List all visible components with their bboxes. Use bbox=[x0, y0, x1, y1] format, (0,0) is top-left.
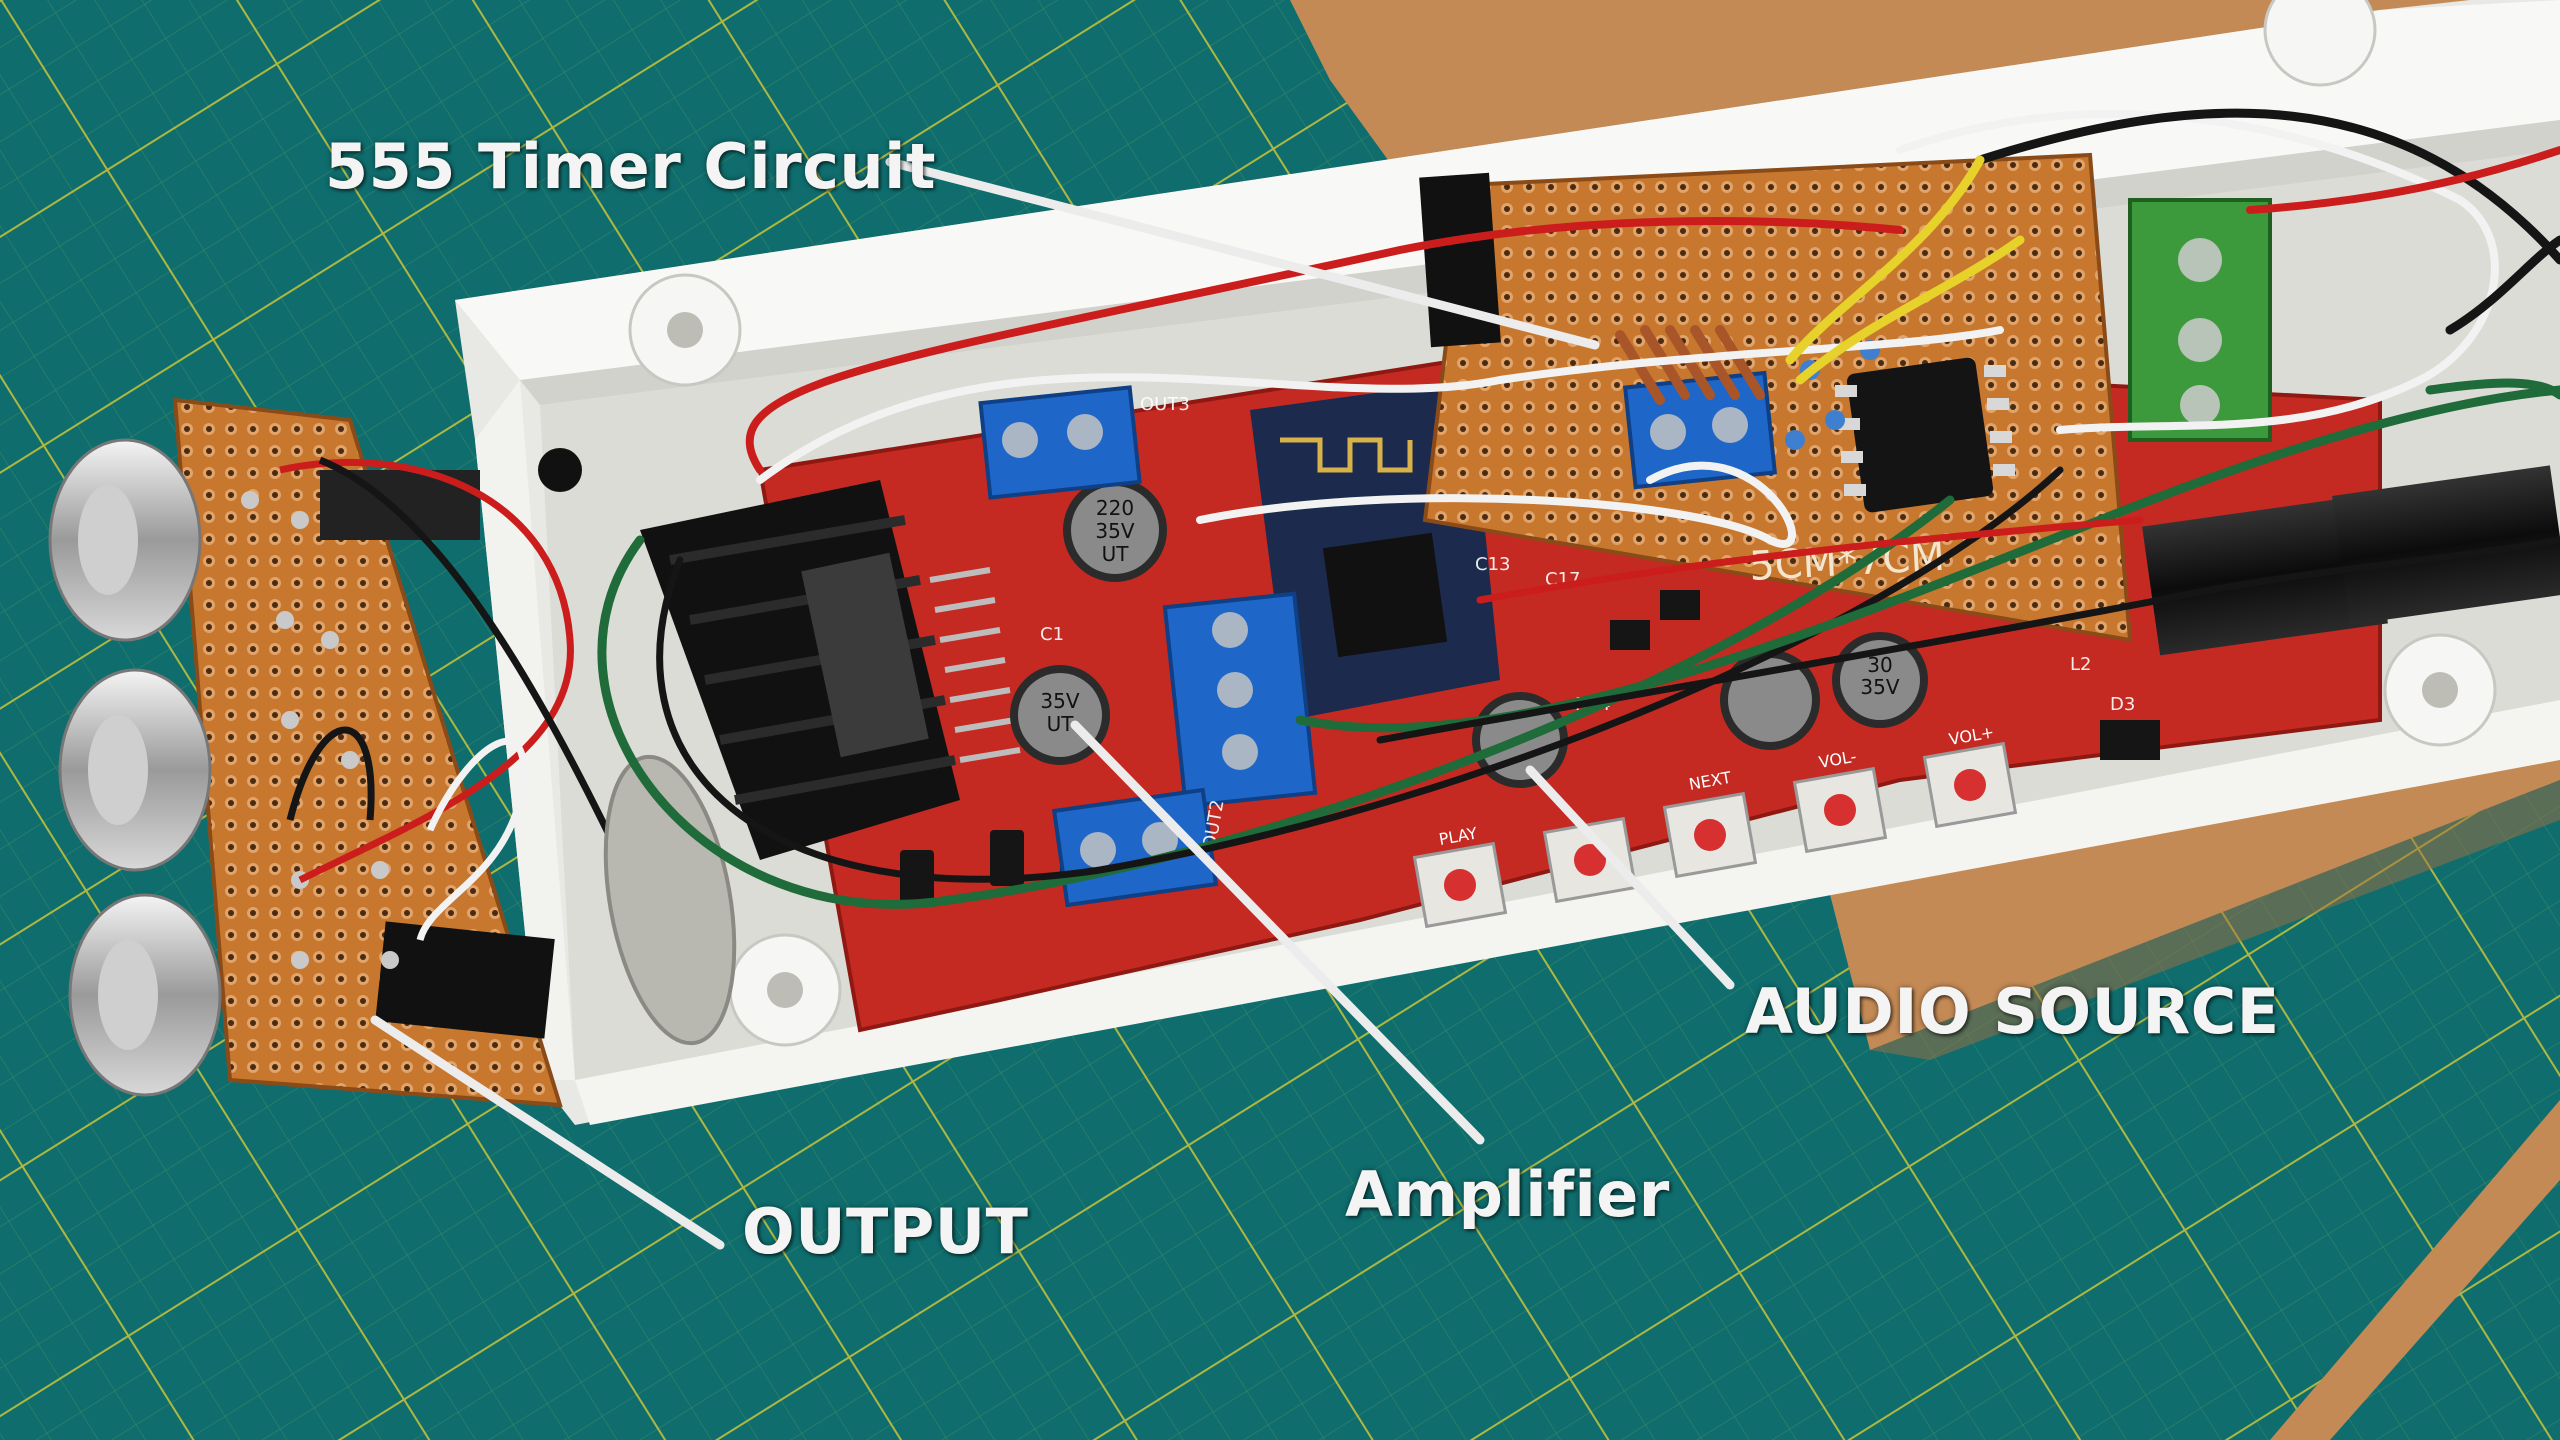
timer-perfboard: 5CM*7CM bbox=[1419, 152, 2133, 643]
heatsink bbox=[640, 480, 960, 860]
label-audio-source: AUDIO SOURCE bbox=[1745, 975, 2280, 1048]
dc-power-jack bbox=[2142, 465, 2560, 656]
cap-brand-text: UT bbox=[1102, 542, 1130, 566]
silk-c1: C1 bbox=[1040, 624, 1064, 645]
piezo-disk bbox=[603, 754, 737, 1046]
annotation-lines bbox=[370, 157, 1735, 1250]
cap-voltage-text: 35V bbox=[1095, 519, 1134, 543]
ne555-chip bbox=[1835, 357, 2015, 513]
capacitor-220uf: 220 35V UT bbox=[1063, 478, 1167, 582]
screw-terminal bbox=[978, 385, 1142, 500]
silk-d3: D3 bbox=[2110, 694, 2135, 715]
cap-voltage-text: 35V bbox=[1860, 675, 1899, 699]
label-output: OUTPUT bbox=[742, 1195, 1029, 1268]
label-amplifier: Amplifier bbox=[1345, 1158, 1670, 1231]
output-pointer-line bbox=[370, 1015, 725, 1250]
silk-out3: OUT3 bbox=[1140, 394, 1190, 415]
cap-value-text: 30 bbox=[1867, 653, 1892, 677]
cap-brand-text: UT bbox=[1047, 712, 1075, 736]
silk-l2: L2 bbox=[2070, 654, 2091, 675]
label-555-timer-circuit: 555 Timer Circuit bbox=[325, 130, 936, 203]
mount-post bbox=[2263, 0, 2377, 87]
cap-voltage-text: 35V bbox=[1040, 689, 1079, 713]
cap-value-text: 220 bbox=[1096, 496, 1134, 520]
amplifier-pointer-line bbox=[1070, 720, 1485, 1145]
green-terminal-block bbox=[2128, 198, 2272, 442]
timer-pointer-line bbox=[885, 157, 1600, 350]
ultrasonic-transducer-board bbox=[48, 397, 644, 1108]
audio-source-pointer-line bbox=[1525, 765, 1735, 990]
silk-c13: C13 bbox=[1475, 554, 1510, 575]
screw-terminal bbox=[1162, 591, 1318, 809]
tactile-button-row: PLAY NEXT VOL- VOL+ bbox=[1412, 722, 2018, 929]
